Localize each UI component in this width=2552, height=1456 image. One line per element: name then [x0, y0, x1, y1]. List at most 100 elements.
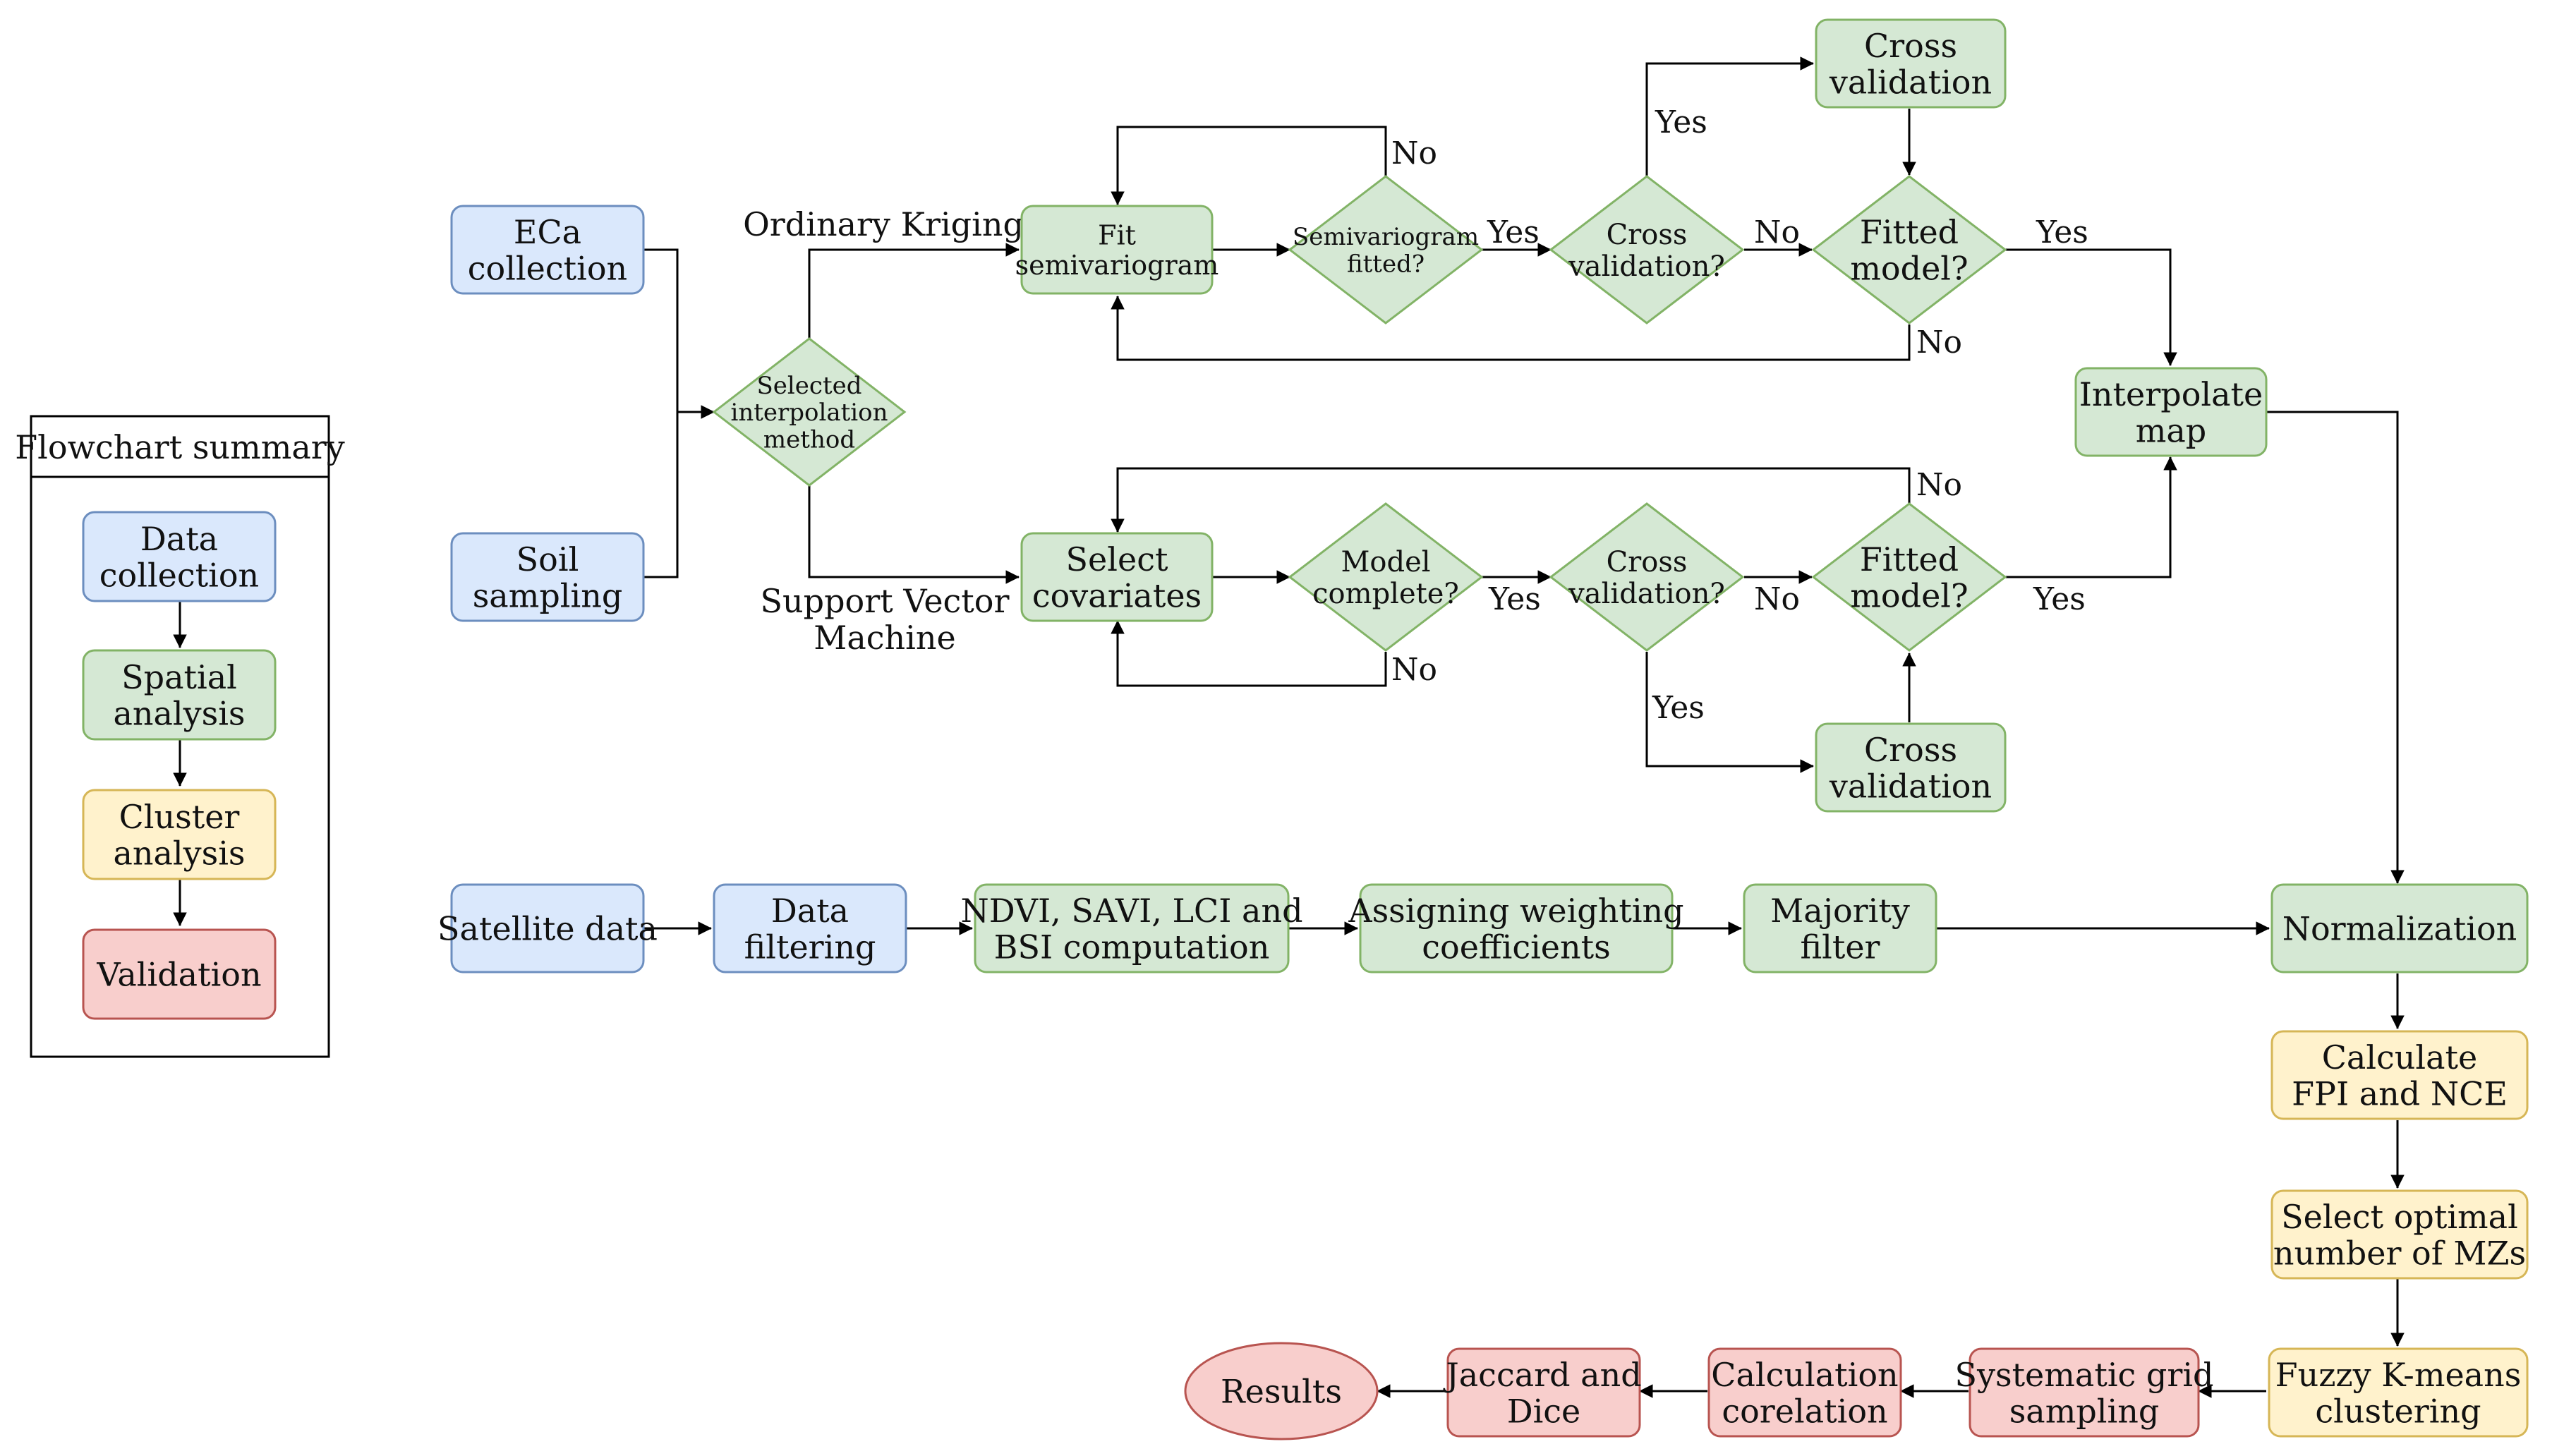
node-label-line: Spatial — [121, 658, 237, 696]
node-shape — [1359, 883, 1674, 973]
node-shape — [82, 789, 277, 880]
decision-shape — [1549, 502, 1745, 652]
label-no-model-complete: No — [1391, 652, 1437, 688]
edge-fitted-top-no — [1111, 296, 1911, 361]
node-shape — [1815, 722, 2007, 813]
node-label-line: covariates — [1032, 576, 1202, 614]
label-no-fitted-bottom: No — [1916, 467, 1962, 503]
edge-model-no — [1111, 620, 1387, 687]
label-yes-fitted-top: Yes — [2036, 214, 2088, 250]
node-shape — [1446, 1347, 1641, 1438]
node-label-line: Satellite data — [437, 910, 658, 948]
node-label-line: Interpolate — [2079, 375, 2263, 413]
node-label-line: Assigning weighting — [1348, 892, 1683, 930]
label-yes-cv-bottom: Yes — [1652, 690, 1705, 726]
edge-soil-to-method — [643, 412, 679, 578]
node-shape — [713, 883, 907, 973]
node-label-line: analysis — [113, 694, 245, 732]
node-shape — [2074, 367, 2268, 457]
node-shape — [82, 928, 277, 1020]
decision-shape — [712, 337, 907, 487]
node-shape — [450, 883, 645, 973]
edge-fitted-bottom-no — [1111, 467, 1911, 533]
node-label-line: Validation — [96, 956, 261, 994]
edge-eca-to-method — [643, 248, 715, 419]
node-label-line: interpolation — [730, 399, 888, 427]
edge-interpolate-to-normalization — [2266, 411, 2405, 884]
node-shape — [450, 532, 645, 622]
node-label-line: NDVI, SAVI, LCI and — [960, 892, 1302, 930]
node-label-line: Dice — [1507, 1392, 1581, 1430]
node-label-line: Cross — [1607, 546, 1688, 578]
node-label-line: Select — [1066, 540, 1168, 578]
node-label-line: Data — [771, 892, 849, 930]
node-shape — [1743, 883, 1937, 973]
node-label-line: map — [2136, 411, 2207, 449]
node-shape — [2268, 1347, 2529, 1438]
node-label-line: analysis — [113, 834, 245, 872]
node-label-line: Cluster — [119, 798, 240, 836]
decision-shape — [1288, 175, 1484, 324]
node-label-line: Model — [1341, 546, 1430, 578]
edge-labels: Ordinary Kriging Support Vector Machine … — [743, 104, 2088, 726]
label-no-fitted-top: No — [1916, 324, 1962, 360]
decision-shape — [1549, 175, 1745, 324]
label-no-semivariogram: No — [1391, 135, 1437, 171]
node-shape — [1020, 532, 1214, 622]
node-label-line: Jaccard and — [1443, 1356, 1641, 1394]
node-label-line: Soil — [516, 540, 579, 578]
node-shape — [974, 883, 1290, 973]
node-satellite-data: Satellite data — [437, 883, 658, 973]
node-label-line: Selected — [757, 372, 862, 400]
node-label-line: complete? — [1312, 578, 1459, 610]
node-shape — [2270, 883, 2529, 973]
node-label-line: validation? — [1568, 250, 1725, 283]
node-label-line: Majority — [1770, 892, 1910, 930]
node-label-line: FPI and NCE — [2292, 1074, 2508, 1112]
edge-semi-fitted-no — [1111, 126, 1387, 205]
node-label-line: Fitted — [1860, 213, 1959, 251]
node-label-line: filtering — [744, 928, 876, 966]
node-shape — [82, 649, 277, 741]
node-label-line: model? — [1850, 249, 1968, 287]
node-label-line: method — [763, 425, 855, 454]
node-label-line: Data — [140, 520, 218, 558]
label-yes-semivariogram: Yes — [1487, 214, 1540, 250]
label-ordinary-kriging: Ordinary Kriging — [743, 205, 1024, 243]
node-label-line: BSI computation — [994, 928, 1270, 966]
label-yes-fitted-bottom: Yes — [2033, 581, 2086, 617]
node-label-line: Systematic grid — [1954, 1356, 2213, 1394]
node-label-line: sampling — [473, 576, 623, 614]
label-svm-line-1: Support Vector — [761, 582, 1010, 620]
node-label-line: coefficients — [1422, 928, 1611, 966]
node-label-line: ECa — [514, 213, 581, 251]
node-shape — [1815, 18, 2007, 109]
node-label-line: Fuzzy K-means — [2275, 1356, 2522, 1394]
node-label-line: Semivariogram — [1293, 223, 1479, 251]
label-no-cv-top: No — [1754, 214, 1800, 250]
node-shape — [1969, 1347, 2200, 1438]
node-label-line: Cross — [1607, 219, 1688, 251]
edge-fitted-bottom-yes — [2005, 456, 2177, 578]
node-label-line: Normalization — [2282, 910, 2517, 948]
label-yes-cv-top: Yes — [1655, 104, 1707, 140]
legend-title: Flowchart summary — [15, 428, 344, 466]
node-label-line: number of MZs — [2273, 1234, 2526, 1272]
